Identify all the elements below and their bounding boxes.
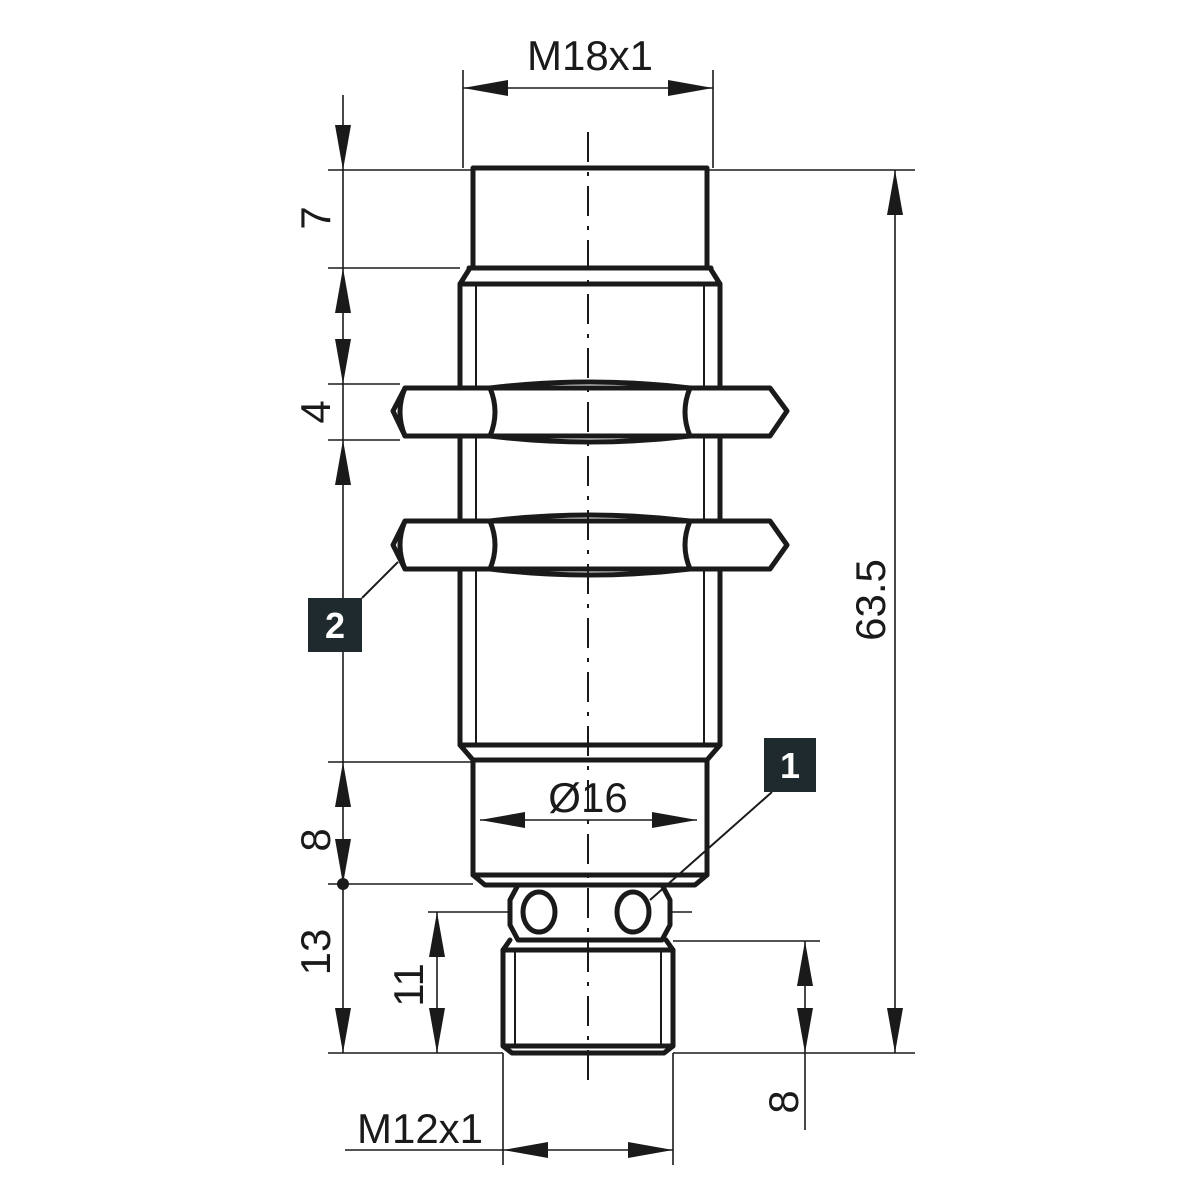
nut-lower [390,512,790,578]
callout-2-label: 2 [325,605,345,646]
dim-line-m12x1 [345,1142,673,1158]
vent-hole-left [520,889,558,935]
label-collar-length: 8 [292,828,339,851]
callout-2-badge [308,598,362,652]
callout-1-label: 1 [780,745,800,786]
dim-line-11 [429,912,445,1053]
sensor-body [457,165,723,1056]
dim-line-8-right [797,941,813,1130]
extension-lines [328,70,915,1165]
callout-1-badge [764,738,816,792]
label-connector-thread-length-right: 8 [760,1090,807,1113]
dim-line-m18x1 [463,80,713,96]
label-connector-thread-length: 11 [385,963,432,1007]
label-head-length: 7 [292,206,339,229]
label-collar-diameter: Ø16 [548,774,627,821]
label-m18x1: M18x1 [527,32,653,79]
label-m12x1: M12x1 [357,1105,483,1152]
nut-upper [390,379,790,445]
dim-line-total-length [887,170,903,1053]
callout-1: 1 [649,738,816,901]
label-connector-length: 13 [292,929,339,976]
collar [470,757,710,888]
label-nut-gap: 4 [292,400,339,423]
callout-2: 2 [308,561,399,652]
vent-hole-right [614,889,652,935]
threaded-barrel [457,265,723,763]
dim-line-diameter-16 [480,812,697,828]
label-total-length: 63.5 [847,559,894,641]
connector-neck [507,882,673,943]
dim-line-left-stack [335,95,351,1053]
sensing-head [470,165,710,271]
